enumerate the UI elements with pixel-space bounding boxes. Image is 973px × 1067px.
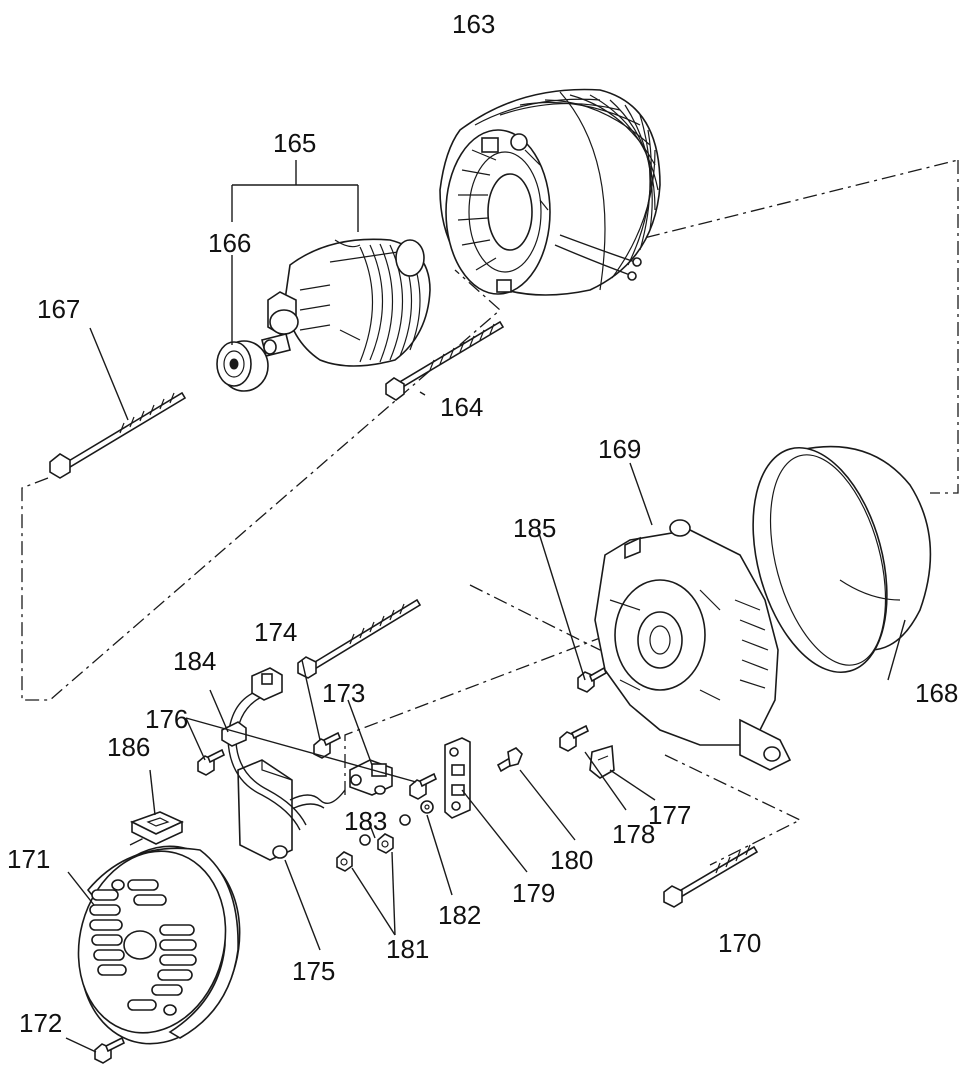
label-182: 182 (438, 900, 481, 930)
label-168: 168 (915, 678, 958, 708)
washer-182 (420, 800, 434, 814)
label-186: 186 (107, 732, 150, 762)
label-177: 177 (648, 800, 691, 830)
bolt-167 (49, 391, 187, 479)
grommet-186 (129, 811, 184, 845)
leader-lines (65, 160, 906, 1053)
nuts-181 (336, 833, 394, 872)
label-181: 181 (386, 934, 429, 964)
screw-178 (559, 724, 590, 752)
brush-holder-179 (444, 737, 471, 819)
label-184: 184 (173, 646, 216, 676)
screw-174 (313, 731, 342, 759)
end-bracket-169 (594, 519, 792, 771)
bearing-166 (216, 340, 269, 392)
stator-163 (439, 88, 661, 296)
label-163: 163 (452, 9, 495, 39)
bolt-170 (663, 844, 759, 908)
label-169: 169 (598, 434, 641, 464)
label-175: 175 (292, 956, 335, 986)
label-185: 185 (513, 513, 556, 543)
screws-176 (197, 748, 438, 800)
regulator-175 (221, 667, 346, 861)
label-183: 183 (344, 806, 387, 836)
label-164: 164 (440, 392, 483, 422)
label-165: 165 (273, 128, 316, 158)
label-171: 171 (7, 844, 50, 874)
label-179: 179 (512, 878, 555, 908)
callout-labels: 163 165 166 167 164 169 185 174 184 173 … (7, 9, 958, 1038)
screw-185 (577, 666, 608, 693)
bolt-164 (385, 320, 505, 401)
rear-cover-171 (77, 845, 241, 1045)
assembly-dash-lines (21, 159, 959, 866)
label-176: 176 (145, 704, 188, 734)
screw-180 (496, 747, 523, 773)
label-167: 167 (37, 294, 80, 324)
bolt-long-center (297, 598, 422, 679)
label-173: 173 (322, 678, 365, 708)
clip-177 (589, 744, 615, 779)
label-174: 174 (254, 617, 297, 647)
label-178: 178 (612, 819, 655, 849)
band-168 (752, 445, 932, 674)
washers-183 (359, 814, 411, 846)
label-166: 166 (208, 228, 251, 258)
rotor-165 (261, 238, 431, 367)
label-180: 180 (550, 845, 593, 875)
screw-172 (94, 1036, 126, 1064)
label-170: 170 (718, 928, 761, 958)
label-172: 172 (19, 1008, 62, 1038)
